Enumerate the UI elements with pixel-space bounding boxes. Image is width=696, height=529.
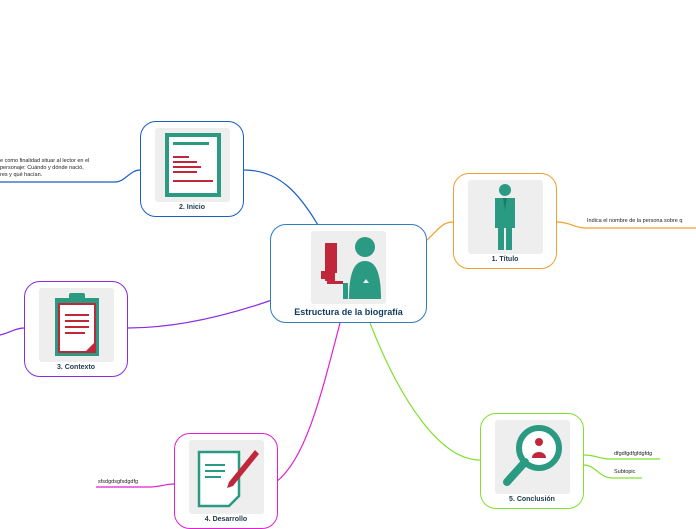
- connector-central-titulo: [426, 221, 455, 241]
- subtopic-inicio-line-2[interactable]: personaje: Cuándo y dónde nació,: [0, 165, 84, 171]
- connector-conclusion-sub2: [583, 464, 642, 479]
- person-standing-icon: [468, 180, 543, 254]
- topic-node-conclusion[interactable]: 5. Conclusión: [480, 413, 584, 509]
- topic-node-desarrollo[interactable]: 4. Desarrollo: [174, 433, 278, 529]
- connector-desarrollo-sub: [96, 483, 175, 488]
- central-topic-node[interactable]: Estructura de la biografía: [270, 224, 427, 323]
- connector-conclusion-sub1: [583, 454, 660, 460]
- topic-node-contexto[interactable]: 3. Contexto: [24, 281, 128, 377]
- topic-label-conclusion: 5. Conclusión: [509, 496, 555, 503]
- connector-central-inicio: [243, 169, 319, 226]
- topic-label-contexto: 3. Contexto: [56, 364, 96, 371]
- connector-titulo-sub: [556, 221, 696, 229]
- subtopic-conclusion-1[interactable]: dfgdfgdfgfdgfdg: [614, 451, 653, 457]
- magnifier-person-icon: [495, 420, 570, 494]
- central-title: Estructura de la biografía: [294, 307, 403, 317]
- topic-label-inicio: 2. Inicio: [178, 204, 206, 211]
- connector-central-desarrollo: [275, 322, 341, 483]
- document-pen-icon: [189, 440, 264, 514]
- subtopic-inicio-line-3[interactable]: res y qué hacían.: [0, 172, 43, 178]
- document-lines-icon: [155, 128, 230, 202]
- subtopic-inicio-line-1[interactable]: e como finalidad situar al lector en el: [0, 158, 90, 164]
- topic-label-titulo: 1. Título: [491, 256, 519, 263]
- central-icon: [311, 231, 386, 304]
- connector-central-conclusion: [369, 322, 481, 461]
- clipboard-icon: [39, 288, 114, 362]
- subtopic-titulo[interactable]: Indica el nombre de la persona sobre q: [587, 218, 683, 224]
- topic-node-titulo[interactable]: 1. Título: [453, 173, 557, 269]
- connector-contexto-sub: [0, 327, 25, 336]
- subtopic-conclusion-2[interactable]: Subtopic: [614, 469, 636, 475]
- subtopic-desarrollo[interactable]: sfsdgdsgfsdgdfg: [98, 479, 139, 485]
- connector-central-contexto: [127, 299, 273, 329]
- topic-node-inicio[interactable]: 2. Inicio: [140, 121, 244, 217]
- connector-inicio-sub: [0, 169, 141, 183]
